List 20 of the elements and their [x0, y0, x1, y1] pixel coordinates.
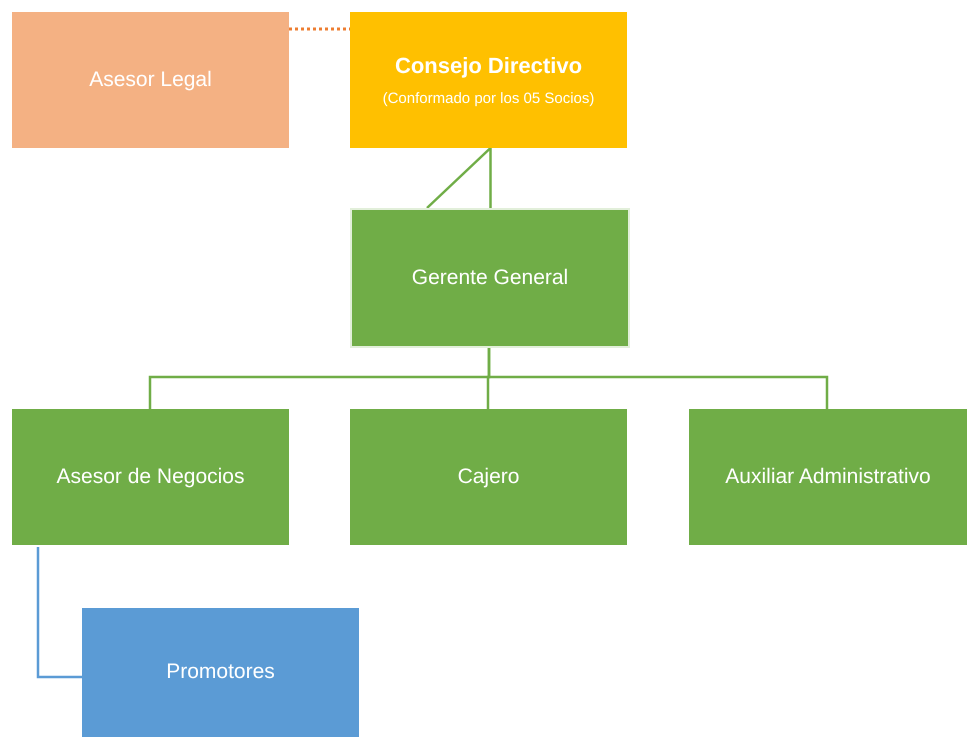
connector-line — [488, 348, 828, 409]
role-box — [12, 409, 289, 545]
dotted-connector — [289, 28, 350, 30]
connector-line — [36, 547, 82, 678]
board-box — [350, 12, 627, 148]
box-title: Gerente General — [412, 264, 568, 291]
box-title: Auxiliar Administrativo — [725, 464, 931, 490]
box-title: Promotores — [166, 659, 275, 686]
connector-line — [489, 148, 492, 208]
advisor-box — [12, 12, 289, 148]
box-title: Asesor de Negocios — [56, 464, 244, 490]
box-title: Consejo Directivo — [394, 52, 582, 80]
role-box — [350, 409, 627, 545]
manager-box — [350, 208, 630, 348]
box-title: Cajero — [458, 464, 520, 490]
box-title: Asesor Legal — [89, 66, 212, 93]
role-box — [82, 608, 359, 737]
connector-line — [426, 147, 492, 209]
box-subtitle: (Conformado por los 05 Socios) — [382, 90, 594, 108]
role-box — [689, 409, 967, 545]
